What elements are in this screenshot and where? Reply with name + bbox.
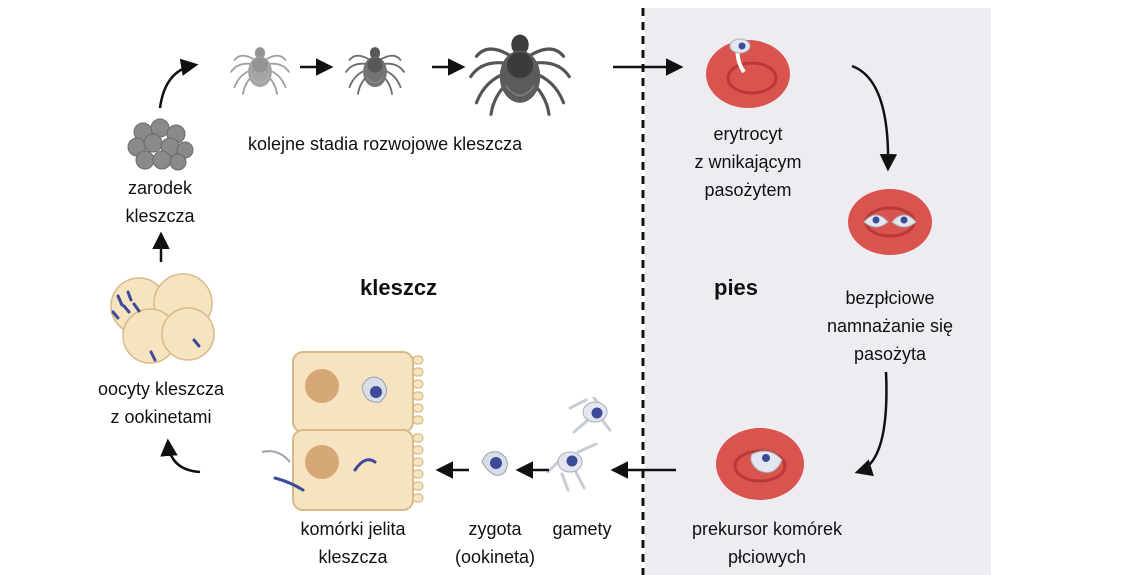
zygote-icon xyxy=(481,451,508,476)
dog-region-label: pies xyxy=(714,275,759,300)
ookinete-marks xyxy=(111,290,201,362)
arrow-embryo-to-larva xyxy=(158,58,199,109)
tick-stages-label: kolejne stadia rozwojowe kleszcza xyxy=(248,134,523,154)
erythrocyte-dividing-icon xyxy=(848,189,932,255)
erythrocyte-precursor-icon xyxy=(716,428,804,500)
tick-region-label: kleszcz xyxy=(360,275,438,300)
arrow-gut-to-oocytes xyxy=(160,438,201,474)
arrow-erythrocyte-to-dividing xyxy=(851,64,898,172)
tick-embryo-icon xyxy=(127,118,194,171)
tick-adult-icon xyxy=(469,32,571,116)
erythrocyte-invading-icon xyxy=(706,38,790,108)
gametes-label: gamety xyxy=(552,519,612,539)
gametes-icon xyxy=(546,396,612,492)
zygote-label: zygota(ookineta) xyxy=(454,519,536,567)
arrow-dividing-to-precursor xyxy=(854,371,888,477)
tick-nymph-icon xyxy=(345,46,405,95)
gut-cells-icon xyxy=(261,351,424,511)
tick-oocytes-icon xyxy=(110,273,215,364)
tick-larva-icon xyxy=(230,46,290,95)
dog-region-background xyxy=(645,8,991,575)
